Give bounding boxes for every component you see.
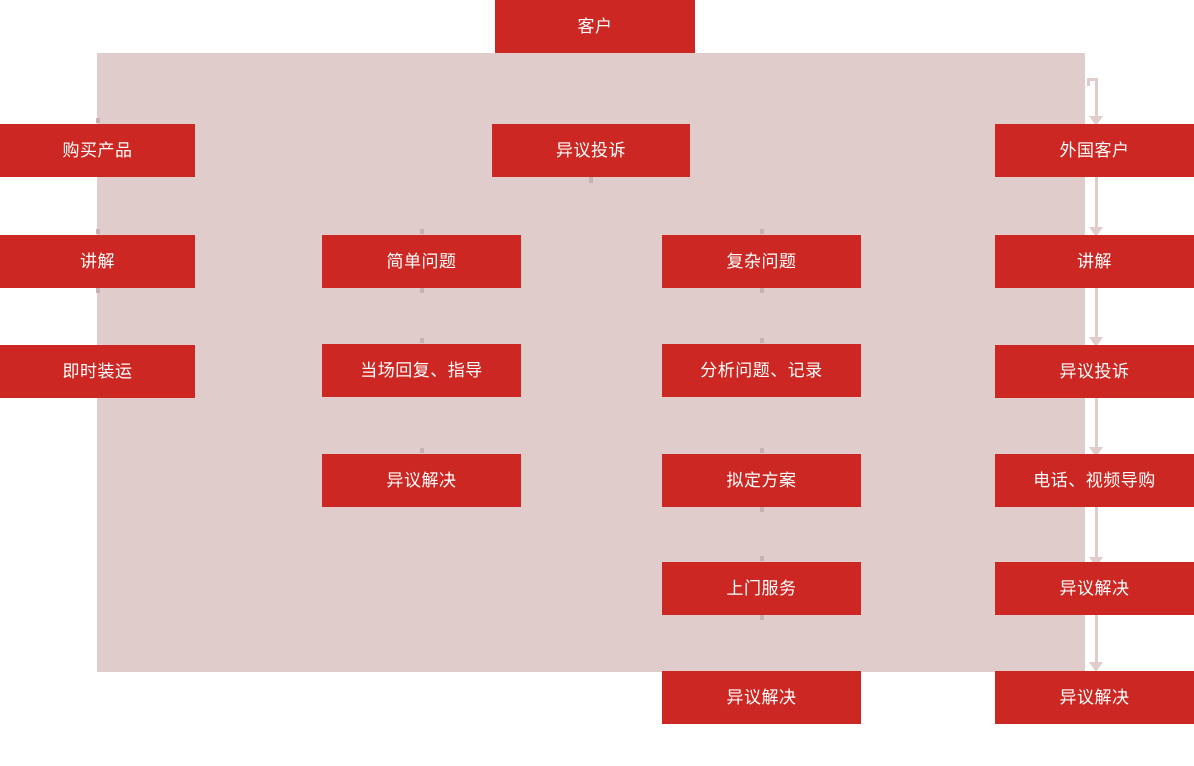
connector-stub-col2-1-top: [420, 338, 424, 343]
connector-stub-col3-2-bottom: [760, 507, 764, 512]
node-col4-foreign-customer[interactable]: 外国客户: [995, 124, 1194, 177]
node-col1-explain[interactable]: 讲解: [0, 235, 195, 288]
node-label: 异议解决: [386, 471, 457, 490]
node-col4-objection-resolved-2[interactable]: 异议解决: [995, 671, 1194, 724]
node-label: 分析问题、记录: [700, 361, 823, 380]
node-col3-onsite-service[interactable]: 上门服务: [662, 562, 861, 615]
node-col4-phone-video-shopping[interactable]: 电话、视频导购: [995, 454, 1194, 507]
node-label: 购买产品: [62, 141, 133, 160]
node-root-customer[interactable]: 客户: [495, 0, 695, 53]
rail-arrowhead-2: [1089, 227, 1103, 237]
node-label: 复杂问题: [726, 252, 797, 271]
rail-arrowhead-6: [1089, 662, 1103, 672]
node-label: 异议解决: [1059, 579, 1130, 598]
connector-stub-col1-1: [96, 229, 100, 234]
node-objection-complaint-header[interactable]: 异议投诉: [492, 124, 690, 177]
connector-stub-complaint-bottom: [589, 177, 593, 183]
rail-arrowhead-3: [1089, 337, 1103, 347]
rail-arrow-segment-1: [1087, 78, 1090, 86]
connector-stub-col3-0-top: [760, 229, 764, 234]
node-col1-buy-product[interactable]: 购买产品: [0, 124, 195, 177]
rail-arrow-top-elbow: [1087, 78, 1098, 81]
node-col3-draft-plan[interactable]: 拟定方案: [662, 454, 861, 507]
rail-arrow-trunk-3: [1095, 288, 1098, 341]
connector-stub-col1-top: [96, 118, 100, 123]
node-col4-objection-complaint[interactable]: 异议投诉: [995, 345, 1194, 398]
connector-stub-col2-0-bottom: [420, 288, 424, 293]
connector-stub-col2-0-top: [420, 229, 424, 234]
rail-arrow-trunk: [1095, 78, 1098, 120]
node-col4-explain[interactable]: 讲解: [995, 235, 1194, 288]
node-col1-instant-shipping[interactable]: 即时装运: [0, 345, 195, 398]
node-label: 上门服务: [726, 579, 797, 598]
node-col4-objection-resolved-1[interactable]: 异议解决: [995, 562, 1194, 615]
node-label: 异议解决: [1059, 688, 1130, 707]
rail-arrowhead-4: [1089, 447, 1103, 457]
node-label: 异议投诉: [556, 141, 626, 160]
rail-arrow-trunk-4: [1095, 398, 1098, 451]
connector-stub-col3-3-top: [760, 556, 764, 561]
node-label: 异议投诉: [1059, 362, 1130, 381]
rail-arrow-trunk-2: [1095, 177, 1098, 231]
node-col2-objection-resolved[interactable]: 异议解决: [322, 454, 521, 507]
node-label: 异议解决: [726, 688, 797, 707]
node-label: 客户: [577, 17, 613, 36]
node-col3-analyze-record[interactable]: 分析问题、记录: [662, 344, 861, 397]
connector-stub-col3-0-bottom: [760, 288, 764, 293]
connector-stub-col3-3-bottom: [760, 615, 764, 620]
rail-arrowhead-1: [1089, 116, 1103, 126]
connector-stub-col1-2: [96, 288, 100, 293]
node-label: 讲解: [1077, 252, 1112, 271]
connector-stub-col3-2-top: [760, 448, 764, 453]
node-col2-simple-issue[interactable]: 简单问题: [322, 235, 521, 288]
connector-stub-col2-2-top: [420, 448, 424, 453]
node-label: 当场回复、指导: [360, 361, 483, 380]
rail-arrow-trunk-6: [1095, 615, 1098, 669]
node-col3-complex-issue[interactable]: 复杂问题: [662, 235, 861, 288]
node-label: 外国客户: [1059, 141, 1130, 160]
node-col2-onsite-reply[interactable]: 当场回复、指导: [322, 344, 521, 397]
node-label: 讲解: [80, 252, 115, 271]
node-label: 电话、视频导购: [1033, 471, 1156, 490]
rail-arrow-trunk-5: [1095, 507, 1098, 561]
node-label: 拟定方案: [726, 471, 797, 490]
node-label: 即时装运: [62, 362, 133, 381]
node-label: 简单问题: [386, 252, 457, 271]
node-col3-objection-resolved[interactable]: 异议解决: [662, 671, 861, 724]
connector-stub-col3-1-top: [760, 338, 764, 343]
